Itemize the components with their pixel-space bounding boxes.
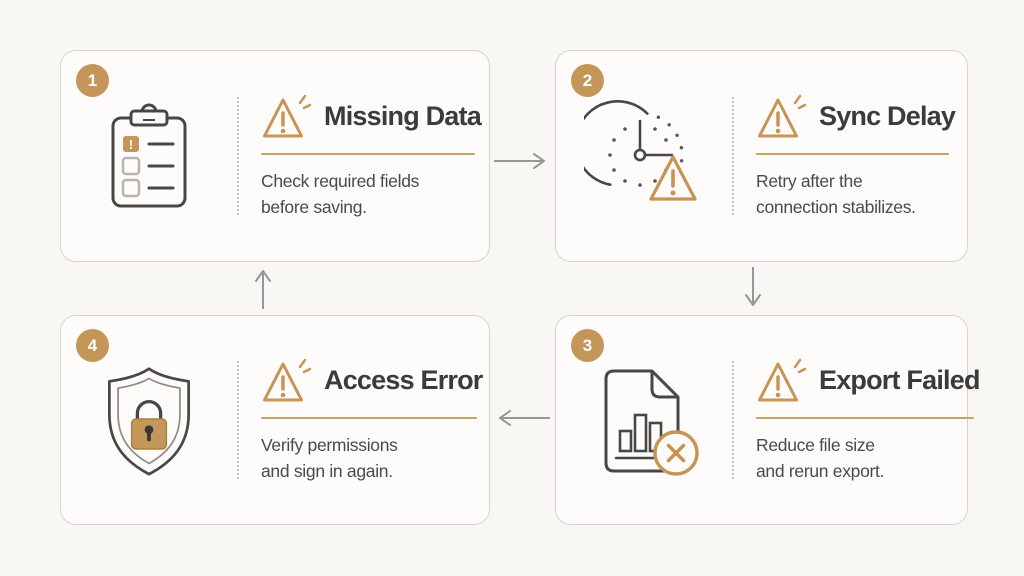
- step-number-badge: 4: [76, 329, 109, 362]
- warning-triangle-icon: [259, 356, 311, 406]
- dotted-divider: [732, 361, 734, 479]
- warning-triangle-icon: [259, 92, 311, 142]
- step-card-sync-delay: 2: [555, 50, 968, 262]
- step-card-access-error: 4: [60, 315, 490, 525]
- clipboard-checklist-icon: !: [61, 51, 237, 261]
- step-number-badge: 1: [76, 64, 109, 97]
- step-body-line: and sign in again.: [261, 461, 393, 481]
- flow-arrow-right: [494, 153, 545, 169]
- title-underline: [261, 152, 475, 155]
- step-description: Check required fields before saving.: [261, 168, 481, 221]
- warning-triangle-icon: [754, 356, 806, 406]
- step-number-badge: 2: [571, 64, 604, 97]
- step-body-line: before saving.: [261, 197, 367, 217]
- svg-text:!: !: [129, 137, 133, 152]
- flow-arrow-left: [499, 410, 550, 426]
- step-body-line: Verify permissions: [261, 434, 398, 455]
- document-chart-error-icon: [556, 316, 732, 524]
- step-number-badge: 3: [571, 329, 604, 362]
- step-title: Access Error: [324, 365, 483, 396]
- flow-arrow-up: [255, 270, 271, 309]
- step-body-line: connection stabilizes.: [756, 197, 916, 217]
- step-title: Missing Data: [324, 101, 482, 132]
- step-title: Sync Delay: [819, 101, 956, 132]
- step-body-line: Retry after the: [756, 170, 863, 191]
- warning-triangle-icon: [754, 92, 806, 142]
- step-card-export-failed: 3: [555, 315, 980, 525]
- dotted-divider: [732, 97, 734, 215]
- step-description: Verify permissions and sign in again.: [261, 432, 483, 485]
- step-body-line: Reduce file size: [756, 434, 875, 455]
- step-description: Retry after the connection stabilizes.: [756, 168, 955, 221]
- shield-lock-icon: [61, 316, 237, 524]
- step-body-line: Check required fields: [261, 170, 420, 191]
- dotted-divider: [237, 97, 239, 215]
- step-title: Export Failed: [819, 365, 980, 396]
- title-underline: [756, 416, 974, 419]
- dotted-divider: [237, 361, 239, 479]
- flow-arrow-down: [745, 267, 761, 306]
- title-underline: [756, 152, 950, 155]
- clock-warning-icon: [556, 51, 732, 261]
- title-underline: [261, 416, 477, 419]
- step-body-line: and rerun export.: [756, 461, 885, 481]
- step-card-missing-data: 1 !: [60, 50, 490, 262]
- step-description: Reduce file size and rerun export.: [756, 432, 980, 485]
